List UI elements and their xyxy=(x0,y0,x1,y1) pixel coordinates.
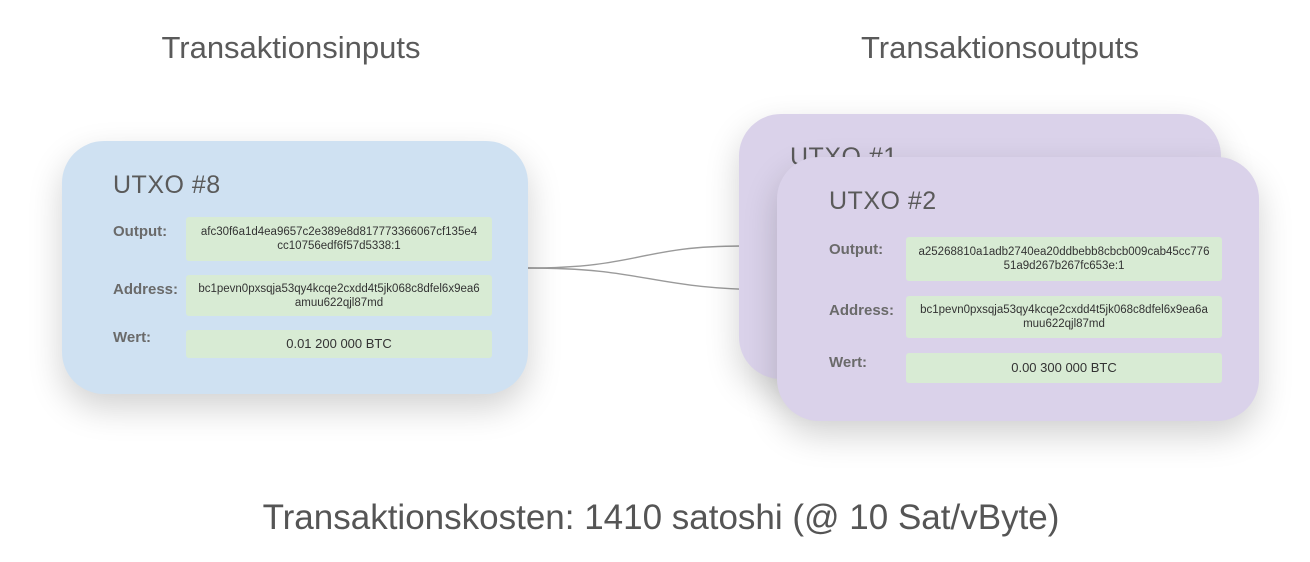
output-address-value: bc1pevn0pxsqja53qy4kcqe2cxdd4t5jk068c8df… xyxy=(906,296,1222,338)
input-utxo-card[interactable]: UTXO #8 Output: afc30f6a1d4ea9657c2e389e… xyxy=(62,141,528,394)
input-output-value: afc30f6a1d4ea9657c2e389e8d817773366067cf… xyxy=(186,217,492,261)
output-output-value: a25268810a1adb2740ea20ddbebb8cbcb009cab4… xyxy=(906,237,1222,281)
input-value-label: Wert: xyxy=(113,329,152,346)
output-value-label: Wert: xyxy=(829,354,868,371)
output-value-amount: 0.00 300 000 BTC xyxy=(906,353,1222,383)
input-address-label: Address: xyxy=(113,281,179,298)
transaction-fee-text: Transaktionskosten: 1410 satoshi (@ 10 S… xyxy=(262,498,1060,537)
outputs-heading: Transaktionsoutputs xyxy=(860,30,1139,65)
output-utxo-2-title: UTXO #2 xyxy=(829,187,937,215)
input-value-amount: 0.01 200 000 BTC xyxy=(186,330,492,358)
input-address-value: bc1pevn0pxsqja53qy4kcqe2cxdd4t5jk068c8df… xyxy=(186,275,492,316)
input-output-label: Output: xyxy=(113,223,168,240)
output-output-label: Output: xyxy=(829,241,884,258)
input-utxo-title: UTXO #8 xyxy=(113,171,221,199)
inputs-heading: Transaktionsinputs xyxy=(161,30,421,65)
connector-to-utxo-1 xyxy=(527,245,743,269)
output-utxo-2-card[interactable]: UTXO #2 Output: a25268810a1adb2740ea20dd… xyxy=(777,157,1259,421)
output-address-label: Address: xyxy=(829,302,895,319)
